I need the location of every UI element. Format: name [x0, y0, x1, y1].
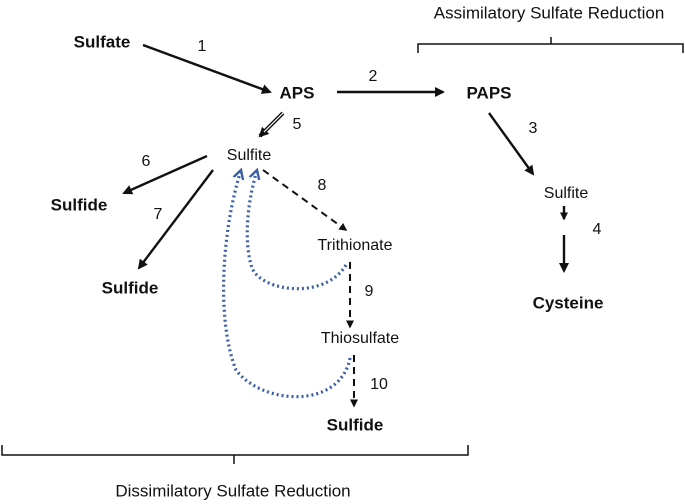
step-number-6: 6: [141, 153, 151, 170]
dissimilatory-bracket: [1, 445, 469, 464]
dissimilatory-label: Dissimilatory Sulfate Reduction: [115, 481, 351, 501]
arrow-step-1: [142, 43, 272, 94]
step-number-1: 1: [197, 38, 207, 55]
node-sulfide-step7: Sulfide: [101, 278, 159, 298]
step-number-3: 3: [528, 120, 538, 137]
node-trithionate: Trithionate: [317, 237, 393, 254]
step-number-2: 2: [368, 68, 378, 85]
node-sulfite-assimilatory: Sulfite: [543, 185, 589, 202]
step-number-8: 8: [317, 177, 327, 194]
node-cysteine: Cysteine: [532, 293, 604, 313]
arrow-step-3: [488, 112, 535, 176]
step-number-7: 7: [153, 206, 163, 223]
step-number-10: 10: [370, 376, 388, 393]
assimilatory-bracket: [417, 37, 684, 53]
assimilatory-label: Assimilatory Sulfate Reduction: [433, 3, 665, 23]
node-paps: PAPS: [466, 83, 512, 103]
step-number-5: 5: [292, 116, 302, 133]
node-aps: APS: [279, 83, 315, 103]
step-number-4: 4: [592, 221, 602, 238]
arrow-step-6: [122, 154, 208, 195]
node-sulfate: Sulfate: [73, 32, 131, 52]
recycle-arrow-thiosulfate: [222, 170, 352, 399]
arrow-step-5-inner: [263, 112, 284, 133]
node-sulfite-dissimilatory: Sulfite: [226, 147, 272, 164]
step-number-9: 9: [364, 283, 374, 300]
arrow-step-8: [262, 169, 348, 231]
node-sulfide-step6: Sulfide: [50, 195, 108, 215]
recycle-arrow-trithionate: [245, 170, 348, 291]
node-thiosulfate: Thiosulfate: [320, 330, 400, 347]
node-sulfide-step10: Sulfide: [326, 415, 384, 435]
arrow-step-7: [137, 169, 214, 270]
